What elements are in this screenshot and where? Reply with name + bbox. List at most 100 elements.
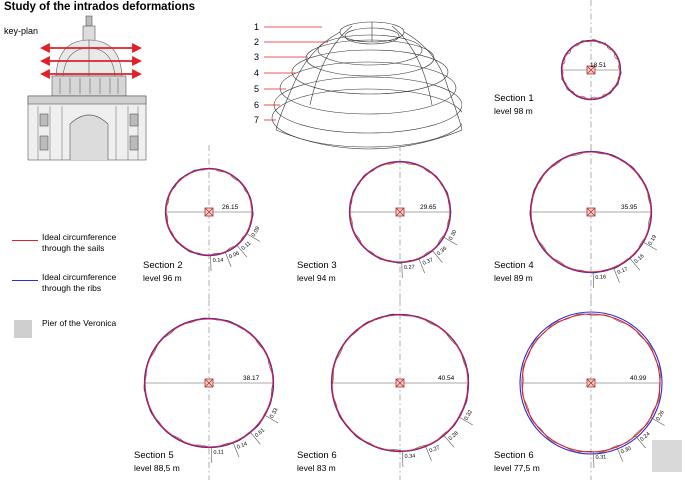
deviation-leader-line bbox=[592, 271, 594, 288]
deviation-leader-line bbox=[246, 233, 261, 242]
section-plot-6: 40.54 0.320.28 0.27 0.34 bbox=[330, 300, 474, 480]
section-plot-5: 38.17 0.330.61 0.14 0.11 bbox=[143, 300, 280, 480]
deviation-value-label: 0.16 bbox=[633, 253, 645, 264]
section-plot-4: 35.950.190.160.170.16 bbox=[529, 145, 659, 300]
deviation-leader-line bbox=[264, 414, 279, 424]
pier-of-veronica-marker bbox=[652, 440, 682, 472]
deviation-value-label: 0.31 bbox=[596, 455, 607, 461]
center-cross-line bbox=[586, 207, 596, 217]
section-plot-3: 29.65 0.300.360.37 0.27 bbox=[348, 145, 459, 300]
section-3-level: level 94 m bbox=[297, 273, 336, 283]
deviation-value-label: 0.09 bbox=[251, 226, 262, 238]
legend-item-sails: Ideal circumference through the sails bbox=[12, 232, 132, 272]
deviation-leader-line bbox=[249, 431, 261, 445]
section-3-title: Section 3 bbox=[297, 260, 337, 271]
deviation-leader-line bbox=[402, 450, 404, 467]
deviation-leader-line bbox=[224, 251, 232, 267]
deviation-value-label: 0.24 bbox=[639, 431, 651, 442]
deviation-value-label: 0.34 bbox=[404, 454, 415, 460]
section-1-title: Section 1 bbox=[494, 93, 534, 104]
deviation-value-label: 0.27 bbox=[429, 445, 441, 455]
keyplan-drawing bbox=[27, 15, 147, 161]
legend-ribs-swatch bbox=[12, 280, 38, 281]
section-5-level: level 88,5 m bbox=[134, 463, 180, 473]
deviation-leader-line bbox=[650, 417, 665, 426]
ribs-circle bbox=[519, 311, 663, 455]
page-title: Study of the intrados deformations bbox=[4, 1, 196, 13]
dome-level-1: 1 bbox=[254, 22, 259, 32]
deviation-leader-line bbox=[236, 244, 248, 258]
deviation-value-label: 0.11 bbox=[241, 241, 253, 252]
deviation-value-label: 0.06 bbox=[228, 251, 240, 261]
section-4-level: level 89 m bbox=[494, 273, 533, 283]
deviation-value-label: 0.26 bbox=[655, 410, 666, 422]
deviation-leader-line bbox=[210, 446, 213, 463]
deviation-leader-line bbox=[629, 257, 641, 271]
center-cross-line bbox=[395, 378, 405, 388]
deviation-leader-line bbox=[593, 451, 595, 468]
deviation-value-label: 0.14 bbox=[213, 258, 224, 264]
deviation-value-label: 0.37 bbox=[422, 257, 434, 267]
deviation-leader-line bbox=[458, 416, 473, 426]
deviation-leader-line bbox=[443, 236, 458, 246]
deviation-leader-line bbox=[635, 435, 646, 449]
deviation-leader-line bbox=[431, 250, 443, 263]
radius-value-label: 26.15 bbox=[222, 204, 239, 211]
deviation-value-label: 0.33 bbox=[269, 407, 280, 419]
center-cross-line bbox=[204, 378, 214, 388]
ribs-circle bbox=[529, 150, 653, 274]
radius-value-label: 18.51 bbox=[590, 62, 607, 69]
dome-level-7: 7 bbox=[254, 115, 259, 125]
dome-axonometric: 1 2 3 4 5 6 7 bbox=[254, 21, 462, 150]
section-plot-1: 18.51 bbox=[560, 0, 622, 150]
deviation-value-label: 0.32 bbox=[463, 409, 474, 421]
keyplan-label: key-plan bbox=[4, 26, 39, 36]
section-2-title: Section 2 bbox=[143, 260, 183, 271]
section-4-title: Section 4 bbox=[494, 260, 534, 271]
legend-pier-swatch bbox=[14, 320, 32, 338]
section-6a-title: Section 6 bbox=[297, 450, 337, 461]
radius-value-label: 40.99 bbox=[630, 375, 647, 382]
legend-ribs-label: Ideal circumference through the ribs bbox=[42, 272, 117, 293]
deviation-leader-line bbox=[210, 254, 212, 271]
section-6b-level: level 77,5 m bbox=[494, 463, 540, 473]
radius-value-label: 40.54 bbox=[438, 375, 455, 382]
dome-level-6: 6 bbox=[254, 100, 259, 110]
deviation-leader-line bbox=[232, 442, 240, 458]
center-cross-line bbox=[395, 207, 405, 217]
section-plot-2: 26.15 0.09 0.110.06 0.14 bbox=[164, 145, 262, 300]
radius-value-label: 29.65 bbox=[420, 204, 437, 211]
ribs-circle bbox=[164, 167, 254, 257]
center-cross-line bbox=[204, 207, 214, 217]
legend-pier-label: Pier of the Veronica bbox=[42, 318, 117, 328]
deviation-value-label: 0.36 bbox=[436, 246, 448, 257]
ribs-circle bbox=[143, 317, 275, 449]
deviation-value-label: 0.28 bbox=[448, 430, 460, 441]
center-cross-line bbox=[586, 65, 596, 75]
radius-value-label: 35.95 bbox=[621, 204, 638, 211]
deviation-value-label: 0.61 bbox=[254, 427, 266, 438]
deviation-leader-line bbox=[443, 434, 455, 448]
section-5-title: Section 5 bbox=[134, 450, 174, 461]
dome-level-4: 4 bbox=[254, 68, 259, 78]
legend-item-pier: Pier of the Veronica bbox=[12, 312, 132, 352]
deviation-value-label: 0.30 bbox=[448, 229, 459, 241]
dome-level-3: 3 bbox=[254, 52, 259, 62]
center-cross-line bbox=[586, 378, 596, 388]
deviation-value-label: 0.17 bbox=[617, 266, 629, 276]
deviation-value-label: 0.19 bbox=[648, 234, 659, 246]
dome-level-2: 2 bbox=[254, 37, 259, 47]
deviation-leader-line bbox=[401, 261, 403, 278]
deviation-leader-line bbox=[418, 258, 426, 274]
deviation-leader-line bbox=[616, 446, 624, 462]
section-plot-7: 40.99 0.26 0.24 0.30 0.31 bbox=[519, 300, 666, 480]
deviation-value-label: 0.27 bbox=[404, 265, 415, 271]
deviation-value-label: 0.30 bbox=[620, 446, 632, 456]
deviation-value-label: 0.14 bbox=[236, 441, 248, 451]
deviation-value-label: 0.11 bbox=[213, 450, 224, 456]
deviation-leader-line bbox=[613, 267, 620, 283]
dome-level-5: 5 bbox=[254, 84, 259, 94]
radius-value-label: 38.17 bbox=[243, 375, 260, 382]
legend-sails-swatch bbox=[12, 240, 38, 241]
